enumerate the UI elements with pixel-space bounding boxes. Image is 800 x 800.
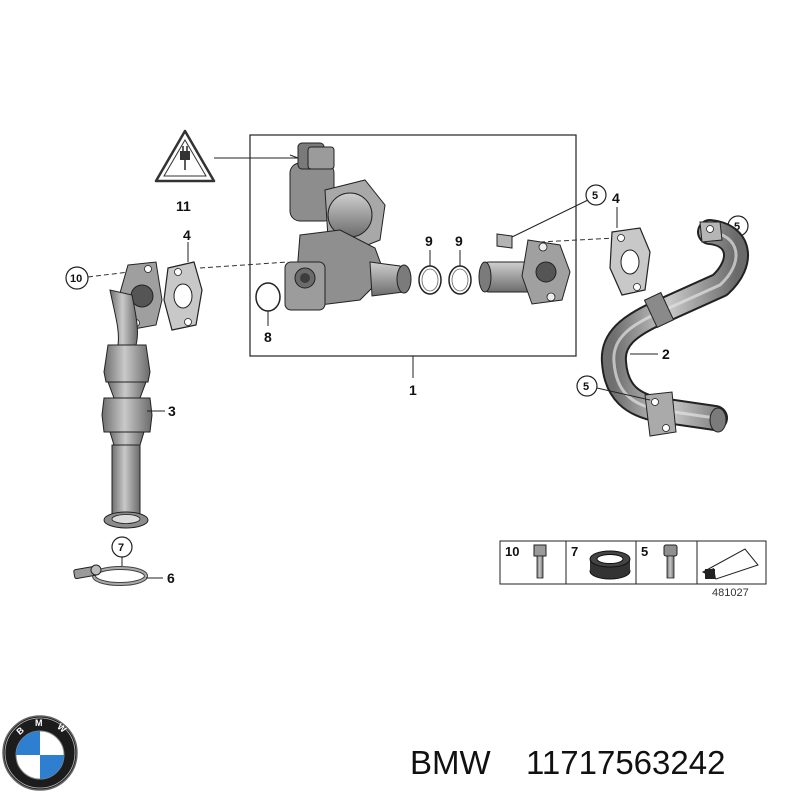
bmw-logo-letter-b: B	[14, 725, 26, 737]
bolt-5-icon	[663, 544, 678, 579]
clamp-6	[73, 564, 148, 586]
callout-5a: 5	[592, 190, 598, 202]
leader-5c	[596, 387, 651, 401]
callout-5c-circle	[576, 375, 598, 397]
bmw-roundel-icon: B M W	[2, 715, 78, 791]
bmw-logo-letter-m: M	[35, 718, 43, 728]
callout-3: 3	[168, 403, 176, 419]
gasket-4-left	[163, 261, 203, 331]
reference-number: 481027	[712, 587, 749, 599]
callout-4a: 4	[183, 227, 191, 243]
callout-11: 11	[176, 198, 191, 214]
caption-part-number: 11717563242	[526, 744, 725, 781]
legend-item-5: 5	[641, 544, 648, 559]
egr-valve	[284, 142, 412, 311]
arrow-icon	[701, 548, 759, 580]
legend-box: 10 7 5	[499, 540, 767, 585]
pipe-3	[101, 261, 163, 529]
seal-ring-7-icon	[589, 550, 631, 580]
callout-7: 7	[118, 542, 124, 554]
callout-10-circle	[65, 266, 89, 290]
o-ring-8	[255, 282, 281, 312]
callout-1: 1	[409, 382, 417, 398]
callout-5b: 5	[734, 221, 740, 233]
dash-line-left	[199, 261, 289, 269]
callout-7-circle	[111, 536, 133, 558]
callout-9b: 9	[455, 233, 463, 249]
caption-brand: BMW	[410, 744, 492, 781]
dash-line-10	[87, 269, 146, 278]
leader-5a	[511, 199, 589, 238]
callout-4b: 4	[612, 190, 620, 206]
bolt-10-icon	[533, 544, 547, 579]
callout-10: 10	[70, 273, 82, 285]
warning-triangle-icon	[154, 129, 216, 183]
callout-2: 2	[662, 346, 670, 362]
callout-5c: 5	[583, 381, 589, 393]
dash-line-right	[539, 237, 616, 243]
callout-6: 6	[167, 570, 175, 586]
legend-item-7: 7	[571, 544, 578, 559]
egr-pipe-2	[600, 219, 749, 437]
callout-9a: 9	[425, 233, 433, 249]
gasket-4-right	[609, 227, 651, 296]
leader-11-tip	[289, 154, 299, 159]
pipe-flange	[478, 233, 571, 305]
callout-5a-circle	[585, 184, 607, 206]
callout-8: 8	[264, 329, 272, 345]
legend-item-10: 10	[505, 544, 519, 559]
